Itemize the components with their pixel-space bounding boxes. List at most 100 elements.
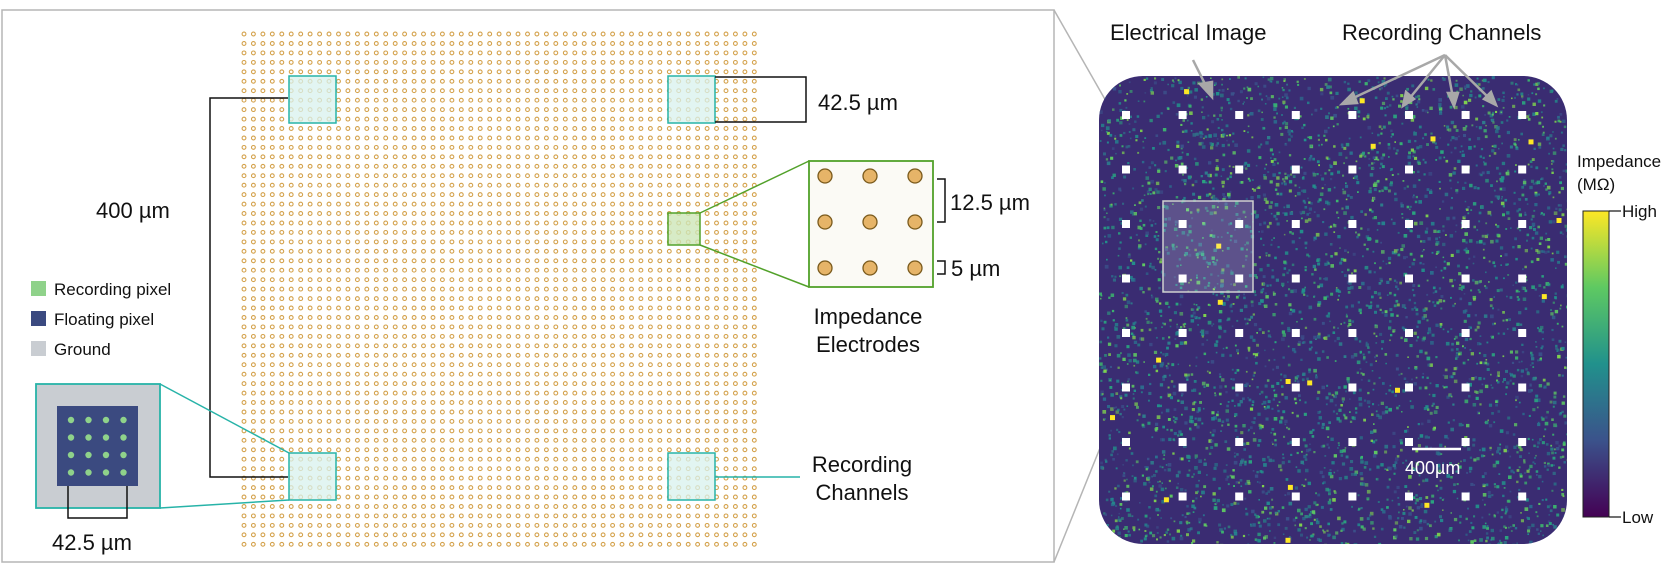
electrode-dot xyxy=(704,126,710,131)
impedance-speckle xyxy=(1427,419,1431,423)
electrode-dot xyxy=(336,513,341,519)
impedance-speckle xyxy=(1114,487,1117,490)
impedance-speckle xyxy=(1561,374,1564,377)
electrode-dot xyxy=(392,239,398,245)
impedance-speckle xyxy=(1213,248,1217,252)
electrode-dot xyxy=(591,296,597,302)
electrode-dot xyxy=(591,437,597,443)
electrode-dot xyxy=(354,532,360,538)
electrode-dot xyxy=(307,239,313,245)
impedance-speckle xyxy=(1436,301,1440,305)
electrode-dot xyxy=(704,267,710,273)
impedance-speckle xyxy=(1126,119,1129,121)
impedance-speckle xyxy=(1324,262,1328,266)
impedance-speckle xyxy=(1359,436,1363,440)
electrode-dot xyxy=(430,201,436,207)
impedance-speckle xyxy=(1360,227,1363,230)
electrode-dot xyxy=(553,173,559,179)
electrode-dot xyxy=(439,248,445,254)
electrode-dot xyxy=(430,163,436,169)
electrode-dot xyxy=(657,201,663,207)
impedance-speckle xyxy=(1396,406,1399,410)
impedance-speckle xyxy=(1388,261,1391,265)
electrode-dot xyxy=(468,182,474,188)
electrode-dot xyxy=(317,296,323,302)
electrode-dot xyxy=(506,390,512,396)
impedance-speckle xyxy=(1396,314,1399,317)
impedance-speckle xyxy=(1502,355,1505,358)
electrode-dot xyxy=(477,513,483,519)
impedance-speckle xyxy=(1531,236,1535,240)
electrode-dot xyxy=(430,400,436,405)
electrode-dot xyxy=(742,513,748,519)
electrode-dot xyxy=(600,97,606,103)
electrode-dot xyxy=(742,50,748,56)
electrode-dot xyxy=(373,456,379,462)
electrode-dot xyxy=(354,522,360,528)
impedance-speckle xyxy=(1257,195,1261,199)
electrode-dot xyxy=(260,59,266,65)
impedance-speckle xyxy=(1412,496,1416,499)
impedance-speckle xyxy=(1101,242,1104,245)
impedance-speckle xyxy=(1248,225,1251,229)
electrode-dot xyxy=(619,362,625,368)
impedance-speckle xyxy=(1153,364,1157,369)
electrode-dot xyxy=(402,78,408,84)
electrode-dot xyxy=(326,126,332,131)
electrode-dot xyxy=(562,50,568,56)
impedance-speckle xyxy=(1127,254,1131,258)
electrode-dot xyxy=(487,475,493,481)
electrode-dot xyxy=(383,78,389,84)
impedance-speckle xyxy=(1366,497,1370,501)
electrode-dot xyxy=(657,485,663,491)
electrode-dot xyxy=(326,220,332,226)
impedance-speckle xyxy=(1545,232,1548,235)
electrode-dot xyxy=(666,371,672,377)
electrode-dot xyxy=(525,485,530,491)
electrode-dot xyxy=(553,201,559,207)
electrode-dot xyxy=(695,182,701,188)
electrode-dot xyxy=(392,126,398,131)
electrode-dot xyxy=(742,485,748,491)
electrode-dot xyxy=(619,494,625,500)
label-recording-channels-1: Recording xyxy=(812,452,912,477)
impedance-speckle xyxy=(1184,421,1188,425)
electrode-dot xyxy=(411,135,417,141)
impedance-speckle xyxy=(1231,386,1235,390)
electrode-dot xyxy=(496,211,502,216)
electrode-dot xyxy=(260,296,266,302)
electrode-dot xyxy=(458,201,464,207)
electrode-dot xyxy=(430,239,436,245)
electrode-dot xyxy=(695,296,701,302)
impedance-speckle xyxy=(1509,455,1512,458)
electrode-dot xyxy=(392,59,398,65)
electrode-dot xyxy=(525,324,530,330)
impedance-speckle xyxy=(1268,458,1273,463)
electrode-dot xyxy=(421,428,426,434)
electrode-dot xyxy=(336,286,341,292)
impedance-speckle xyxy=(1116,538,1119,540)
electrode-dot xyxy=(506,50,512,56)
electrode-dot xyxy=(600,504,606,509)
electrode-dot xyxy=(685,296,691,302)
electrode-dot xyxy=(307,409,313,415)
impedance-speckle xyxy=(1099,297,1102,300)
electrode-dot xyxy=(468,504,474,509)
electrode-dot xyxy=(581,163,587,169)
electrode-dot xyxy=(543,352,549,358)
electrode-dot xyxy=(525,277,530,283)
electrode-dot xyxy=(260,50,266,56)
impedance-speckle xyxy=(1225,478,1229,481)
electrode-dot xyxy=(250,494,256,500)
electrode-dot xyxy=(269,333,275,339)
electrode-dot xyxy=(742,296,748,302)
electrode-dot xyxy=(411,475,417,481)
electrode-dot xyxy=(336,343,341,349)
electrode-dot xyxy=(373,428,379,434)
impedance-speckle xyxy=(1363,466,1367,469)
electrode-dot xyxy=(496,343,502,349)
electrode-dot xyxy=(402,126,408,131)
electrode-dot xyxy=(336,324,341,330)
electrode-dot xyxy=(392,390,398,396)
electrode-dot xyxy=(685,362,691,368)
